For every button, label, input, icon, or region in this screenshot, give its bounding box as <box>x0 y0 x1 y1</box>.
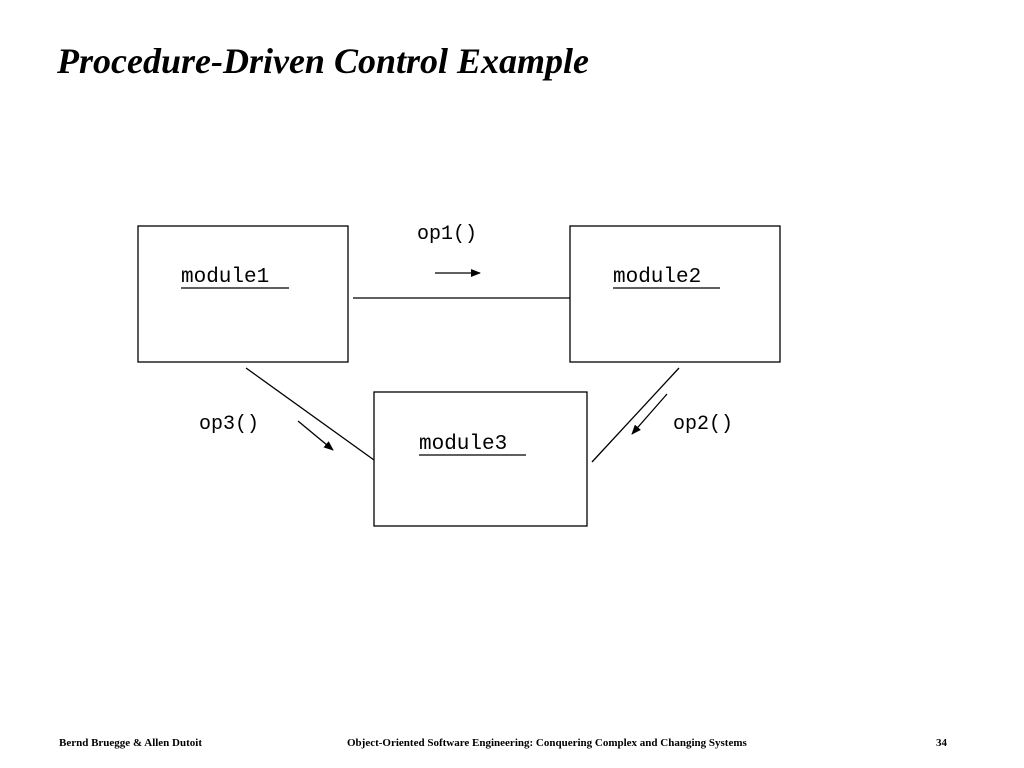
slide-title: Procedure-Driven Control Example <box>57 41 589 81</box>
module1-module3-link <box>245 367 375 461</box>
module2-module3-link <box>591 367 680 463</box>
op1-label: op1() <box>417 223 477 246</box>
module1-label: module1 <box>181 266 269 289</box>
module2-box <box>569 225 781 363</box>
op3-label: op3() <box>199 413 259 436</box>
op2-arrow <box>631 393 668 435</box>
footer-page-number: 34 <box>936 737 947 749</box>
op2-label: op2() <box>673 413 733 436</box>
module1-box <box>137 225 349 363</box>
footer-authors: Bernd Bruegge & Allen Dutoit <box>59 737 202 749</box>
module3-label: module3 <box>419 433 507 456</box>
op3-arrow <box>297 420 334 451</box>
module3-box <box>373 391 588 527</box>
module2-label: module2 <box>613 266 701 289</box>
footer-book-title: Object-Oriented Software Engineering: Co… <box>347 737 747 749</box>
